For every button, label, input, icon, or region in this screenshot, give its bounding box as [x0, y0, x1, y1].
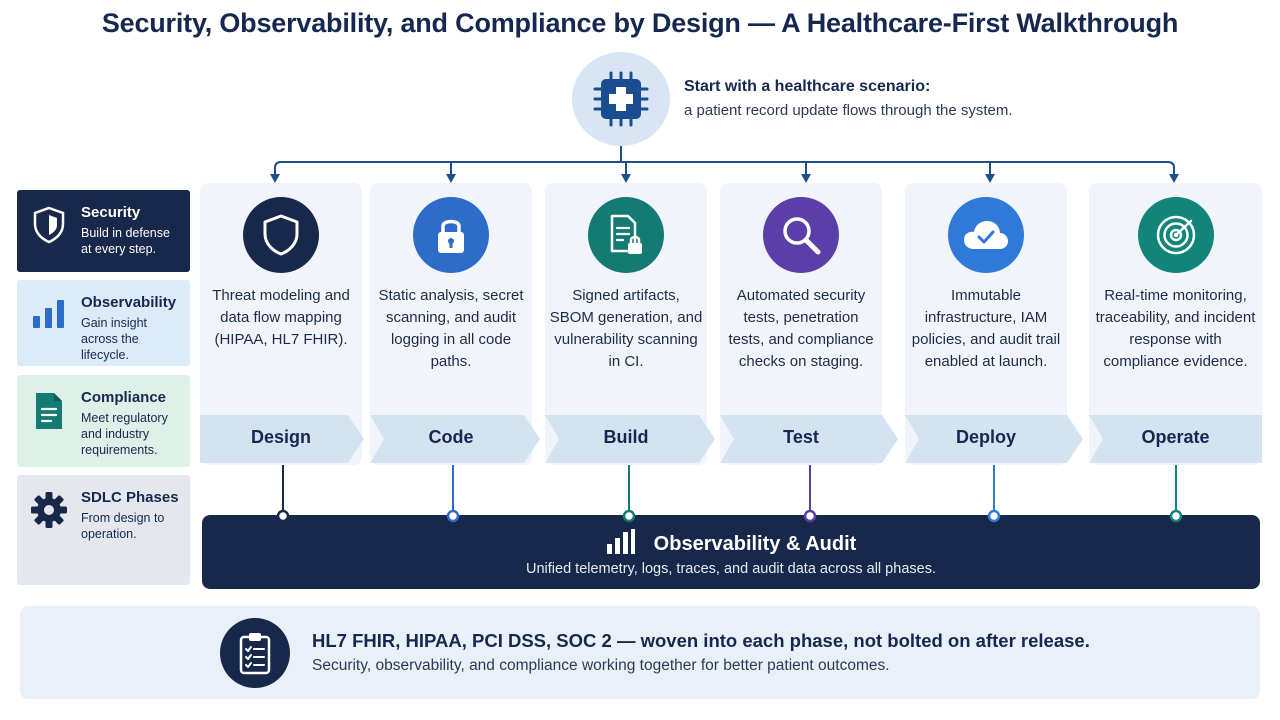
lock-icon: [413, 197, 489, 273]
phase-build: Signed artifacts, SBOM generation, and v…: [545, 183, 715, 465]
phase-label: Operate: [1141, 427, 1210, 447]
compliance-footer: HL7 FHIR, HIPAA, PCI DSS, SOC 2 — woven …: [20, 606, 1260, 699]
scenario-text: Start with a healthcare scenario: a pati…: [684, 78, 1013, 119]
footer-subtitle: Security, observability, and compliance …: [312, 657, 890, 674]
scenario-title: Start with a healthcare scenario:: [684, 78, 931, 95]
radar-icon: [1137, 197, 1214, 273]
phase-label: Code: [428, 427, 474, 447]
phase-code: Static analysis, secret scanning, and au…: [370, 183, 540, 465]
medical-chip-icon: [572, 52, 670, 146]
phase-description: Threat modeling and data flow mapping (H…: [212, 287, 350, 348]
legend-security: Security Build in defense at every step.: [17, 190, 190, 272]
phase-chevron: Deploy: [905, 415, 1083, 463]
observability-subtitle: Unified telemetry, logs, traces, and aud…: [526, 561, 936, 577]
legend-desc: Meet regulatory and industry requirement…: [81, 411, 168, 457]
phase-description: Real-time monitoring, traceability, and …: [1095, 287, 1256, 370]
legend-title: Security: [81, 204, 141, 221]
observability-title: Observability & Audit: [653, 533, 857, 555]
legend-desc: From design to operation.: [81, 511, 165, 541]
phase-chevron: Design: [200, 415, 364, 463]
legend-sdlc-phases: SDLC Phases From design to operation.: [17, 475, 190, 585]
phase-chevron: Code: [370, 415, 540, 463]
cloud-check-icon: [948, 197, 1024, 273]
phase-label: Build: [603, 427, 649, 447]
clipboard-checklist-icon: [220, 618, 290, 688]
legend-observability: Observability Gain insight across the li…: [17, 280, 190, 366]
phase-chevron: Build: [545, 415, 715, 463]
scenario-subtitle: a patient record update flows through th…: [684, 102, 1013, 119]
legend-desc: Build in defense at every step.: [81, 226, 170, 256]
phase-chevron: Test: [720, 415, 898, 463]
phase-deploy: Immutable infrastructure, IAM policies, …: [905, 183, 1083, 465]
legend-title: Compliance: [81, 389, 167, 406]
document-icon: [29, 389, 69, 467]
shield-icon: [29, 204, 69, 272]
legend-title: SDLC Phases: [81, 489, 179, 506]
page-title: Security, Observability, and Compliance …: [101, 8, 1179, 38]
phase-chevron: Operate: [1089, 415, 1262, 463]
shield-icon: [243, 197, 319, 273]
phase-label: Design: [250, 427, 311, 447]
legend-compliance: Compliance Meet regulatory and industry …: [17, 375, 190, 467]
bar-chart-icon: [29, 294, 69, 366]
bar-chart-icon: [606, 529, 636, 560]
magnifier-icon: [763, 197, 839, 273]
phase-description: Signed artifacts, SBOM generation, and v…: [549, 287, 703, 370]
phase-operate: Real-time monitoring, traceability, and …: [1089, 183, 1262, 465]
footer-title: HL7 FHIR, HIPAA, PCI DSS, SOC 2 — woven …: [312, 630, 1090, 651]
phase-description: Immutable infrastructure, IAM policies, …: [911, 287, 1061, 370]
signed-document-icon: [588, 197, 664, 273]
phase-description: Automated security tests, penetration te…: [728, 287, 874, 370]
phase-test: Automated security tests, penetration te…: [720, 183, 898, 465]
phase-design: Threat modeling and data flow mapping (H…: [200, 183, 364, 465]
gear-icon: [29, 489, 69, 585]
phase-label: Deploy: [955, 427, 1016, 447]
legend-title: Observability: [81, 294, 177, 311]
phase-description: Static analysis, secret scanning, and au…: [378, 287, 524, 370]
legend-desc: Gain insight across the lifecycle.: [81, 316, 148, 362]
observability-audit-bar: Observability & Audit Unified telemetry,…: [202, 515, 1260, 589]
phase-label: Test: [783, 427, 819, 447]
